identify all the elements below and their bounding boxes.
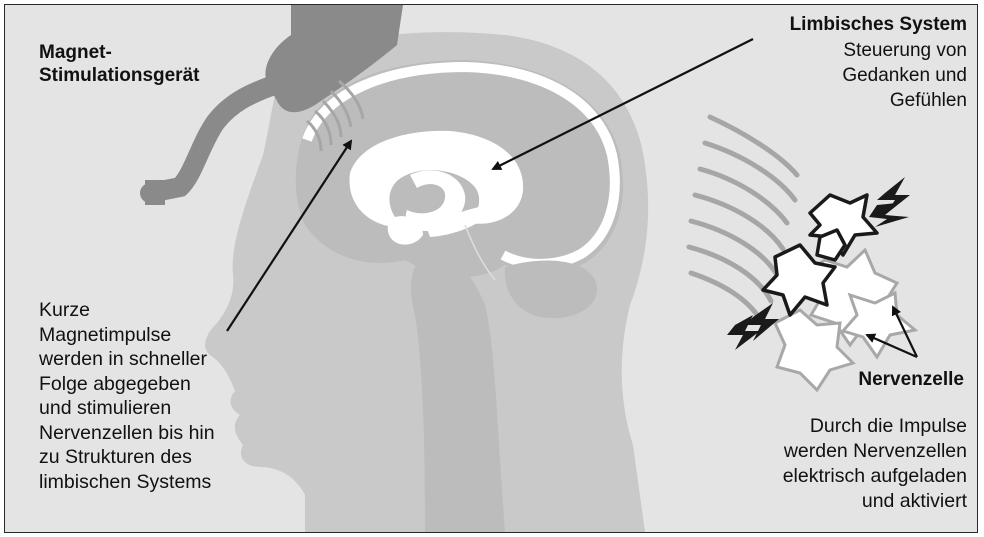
neuron-desc-line: werden Nervenzellen — [783, 439, 967, 464]
limbic-system-title: Limbisches System — [790, 13, 967, 36]
stim-desc-line: Magnetimpulse — [39, 323, 215, 348]
neuron-desc-line: und aktiviert — [783, 489, 967, 514]
device-title-line: Stimulationsgerät — [39, 64, 199, 87]
stim-desc-line: Folge abgegeben — [39, 372, 215, 397]
stim-desc-line: limbischen Systems — [39, 470, 215, 495]
stim-desc-line: Kurze — [39, 298, 215, 323]
limbic-desc-line: Gedanken und — [842, 63, 967, 88]
device-title-line: Magnet- — [39, 41, 199, 64]
neuron-desc-line: elektrisch aufgeladen — [783, 464, 967, 489]
device-title: Magnet- Stimulationsgerät — [39, 41, 199, 87]
limbic-system-description: Steuerung von Gedanken und Gefühlen — [842, 38, 967, 113]
limbic-desc-line: Steuerung von — [842, 38, 967, 63]
stim-desc-line: zu Strukturen des — [39, 445, 215, 470]
stim-desc-line: und stimulieren — [39, 396, 215, 421]
neuron-desc-line: Durch die Impulse — [783, 414, 967, 439]
neuron-title: Nervenzelle — [858, 368, 964, 391]
limbic-desc-line: Gefühlen — [842, 88, 967, 113]
stimulation-description: Kurze Magnetimpulse werden in schneller … — [39, 298, 215, 494]
diagram-frame: Magnet- Stimulationsgerät Limbisches Sys… — [4, 4, 978, 533]
neuron-description: Durch die Impulse werden Nervenzellen el… — [783, 414, 967, 514]
stim-desc-line: Nervenzellen bis hin — [39, 421, 215, 446]
stim-desc-line: werden in schneller — [39, 347, 215, 372]
